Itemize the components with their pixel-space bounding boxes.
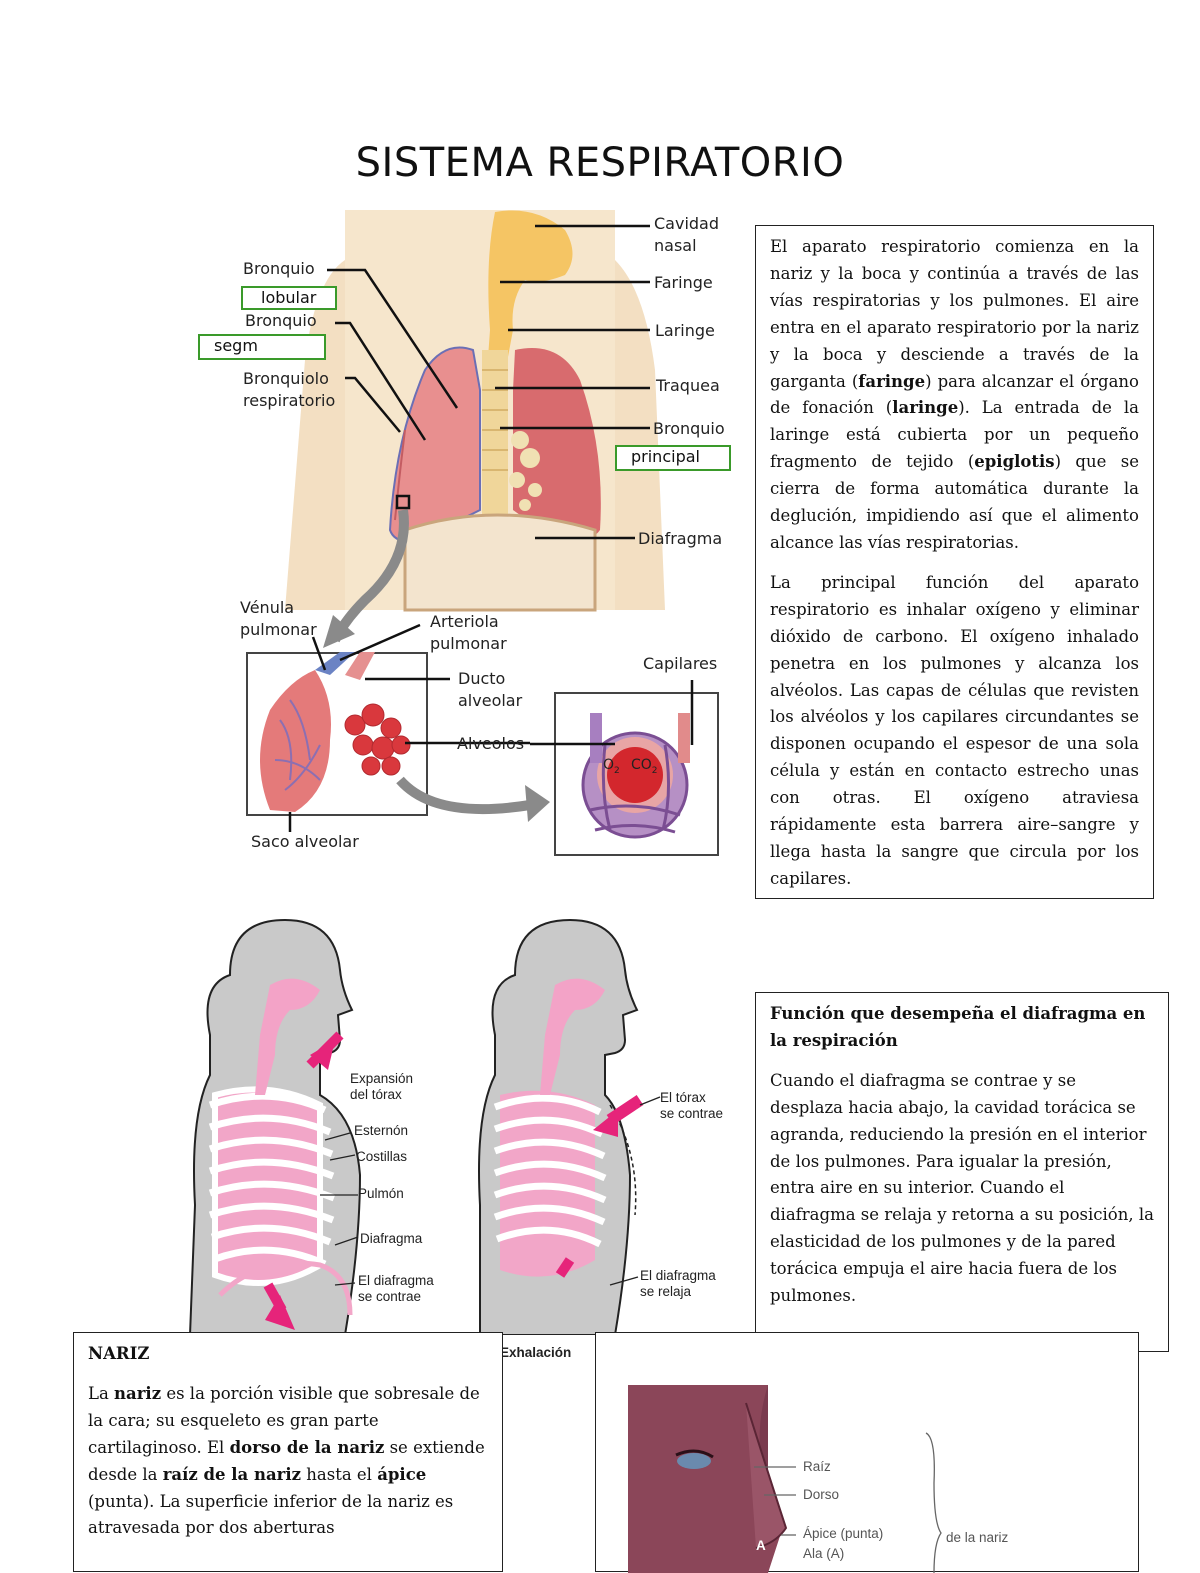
text-run: (punta). La superficie inferior de la na… [88,1491,454,1538]
label-text: El tórax [660,1090,706,1105]
label-sub: 2 [651,765,658,776]
label-text: alveolar [458,691,523,710]
label-text: pulmonar [240,620,317,639]
label-text: CO [631,757,652,773]
nose-textbox: NARIZ La nariz es la porción visible que… [73,1332,503,1572]
intro-paragraph-1: El aparato respiratorio comienza en la n… [770,234,1139,557]
label-text: Ducto [458,669,506,688]
label-costillas: Costillas [356,1149,408,1164]
label-bronquiolo: Bronquiolo respiratorio [243,368,335,412]
label-text: El diafragma [358,1273,434,1288]
label-text: Cavidad [654,214,720,233]
label-text: se contrae [358,1289,422,1304]
term-laringe: laringe [892,398,959,418]
label-text: se contrae [660,1106,724,1121]
nose-heading: NARIZ [88,1341,488,1368]
label-text: respiratorio [243,391,336,410]
label-text: se relaja [640,1284,692,1299]
term-epiglotis: epiglotis [974,452,1055,472]
label-bronquio-lobular: Bronquio [243,259,315,278]
label-diafragma-contrae: El diafragma se contrae [358,1273,434,1305]
nose-label-raiz: Raíz [803,1459,831,1474]
label-o2: O2 [603,754,620,782]
label-expansion: Expansión del tórax [350,1071,413,1103]
label-text: nasal [654,236,697,255]
bronquio-principal-box: principal [615,445,731,471]
text-run: hasta el [301,1464,378,1484]
nose-photo [628,1385,942,1573]
nose-image-box: Raíz Dorso Ápice (punta) Ala (A) de la n… [595,1332,1139,1573]
label-bronquio-segm: Bronquio [245,311,317,330]
heading-text: NARIZ [88,1344,150,1363]
breathing-diagram: Expansión del tórax Esternón Costillas P… [170,915,750,1360]
heading-text: Función que desempeña el diafragma en la… [770,1004,1146,1050]
label-text: O [603,757,615,773]
label-text: pulmonar [430,634,507,653]
term-raiz: raíz de la nariz [162,1464,302,1484]
nose-body: La nariz es la porción visible que sobre… [88,1381,488,1542]
label-bronquio-principal: Bronquio [653,419,725,438]
term-apice: ápice [377,1464,427,1484]
label-exhalacion: Exhalación [500,1345,572,1360]
label-pulmon: Pulmón [358,1186,404,1201]
bronquio-lobular-box: lobular [241,286,337,310]
text-run: ) para alcanzar el órgano de fonación ( [770,371,1139,418]
nose-label-apice: Ápice (punta) [803,1526,884,1541]
label-text: del tórax [350,1087,402,1102]
label-cavidad-nasal: Cavidad nasal [654,213,719,257]
term-nariz: nariz [114,1383,162,1403]
respiratory-illustration [246,210,719,856]
text-run: ) que se cierra de forma automática dura… [770,452,1139,552]
nose-label-dorso: Dorso [803,1487,840,1502]
nose-letter-a: A [756,1538,766,1553]
text-run: El aparato respiratorio comienza en la n… [770,237,1139,391]
text-run: se extiende desde la [88,1437,485,1484]
breathing-illustration [188,918,661,1336]
label-ducto: Ducto alveolar [458,668,522,712]
label-laringe: Laringe [655,321,715,340]
label-text: Expansión [350,1071,414,1086]
text-run: ). La entrada de la laringe está cubiert… [770,398,1140,472]
term-faringe: faringe [858,371,926,391]
respiratory-diagram: Cavidad nasal Faringe Laringe Traquea Br… [195,200,740,865]
label-diafragma: Diafragma [638,529,723,548]
page-title: SISTEMA RESPIRATORIO [355,140,845,186]
label-esternon: Esternón [354,1123,409,1138]
label-capilares: Capilares [643,654,718,673]
intro-textbox: El aparato respiratorio comienza en la n… [755,225,1154,899]
label-faringe: Faringe [654,273,713,292]
label-diafragma-relaja: El diafragma se relaja [640,1268,716,1300]
bronquio-segm-box: segm [198,334,326,360]
label-text: El diafragma [640,1268,716,1283]
label-text: Arteriola [430,612,499,631]
label-venula: Vénula pulmonar [240,597,317,641]
label-torax-contrae: El tórax se contrae [660,1090,723,1122]
nose-label-de-la-nariz: de la nariz [946,1530,1009,1545]
diaphragm-textbox: Función que desempeña el diafragma en la… [755,992,1169,1352]
nose-label-ala: Ala (A) [803,1546,845,1561]
label-arteriola: Arteriola pulmonar [430,611,507,655]
diaphragm-body: Cuando el diafragma se contrae y se desp… [770,1070,1154,1306]
label-text: Vénula [240,598,295,617]
term-dorso: dorso de la nariz [229,1437,385,1457]
label-alveolos: Alveolos [457,734,525,753]
label-saco-alveolar: Saco alveolar [251,832,359,851]
label-co2: CO2 [631,754,658,782]
text-run: es la porción visible que sobresale de l… [88,1383,480,1457]
diaphragm-heading: Función que desempeña el diafragma en la… [770,1001,1154,1055]
label-diafragma-inhale: Diafragma [360,1231,423,1246]
label-text: Bronquiolo [243,369,329,388]
text-run: La [88,1383,115,1403]
intro-paragraph-2: La principal función del aparato respira… [770,572,1139,888]
label-sub: 2 [614,765,620,776]
label-traquea: Traquea [656,376,720,395]
